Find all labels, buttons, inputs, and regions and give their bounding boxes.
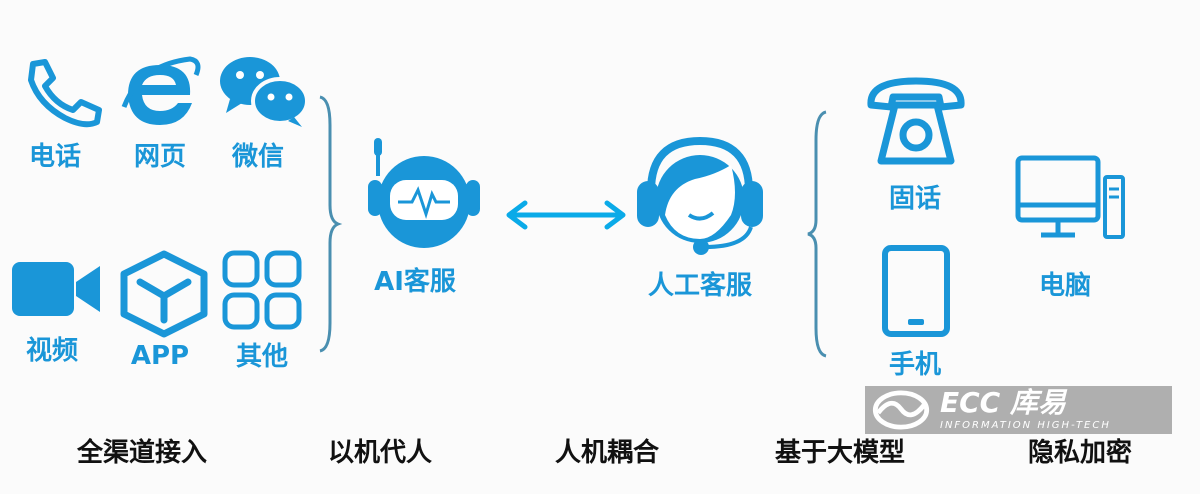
wechat-icon xyxy=(220,57,309,127)
robot-icon xyxy=(368,138,480,248)
channel-app-label: APP xyxy=(130,341,190,371)
feature-human-machine-coupling: 人机耦合 xyxy=(554,438,660,468)
bidirectional-arrow-icon xyxy=(506,200,626,230)
left-brace xyxy=(319,95,343,353)
video-camera-icon xyxy=(12,262,100,316)
feature-omnichannel: 全渠道接入 xyxy=(76,438,208,468)
watermark-swirl-icon xyxy=(872,390,930,430)
channel-phone-label: 电话 xyxy=(28,142,82,172)
feature-large-model: 基于大模型 xyxy=(774,438,906,468)
channel-wechat-label: 微信 xyxy=(231,142,285,172)
channel-video-label: 视频 xyxy=(25,336,79,366)
endpoint-computer-label: 电脑 xyxy=(1038,271,1092,301)
phone-icon xyxy=(28,59,102,128)
feature-privacy-encryption: 隐私加密 xyxy=(1027,438,1133,468)
human-service-label: 人工客服 xyxy=(647,271,753,301)
other-grid-icon xyxy=(222,250,302,330)
endpoint-mobile-label: 手机 xyxy=(888,350,942,380)
watermark-tagline: INFORMATION HIGH-TECH xyxy=(940,420,1111,431)
endpoint-landline-label: 固话 xyxy=(888,184,942,214)
watermark-logo: ECC 库易 INFORMATION HIGH-TECH xyxy=(865,386,1172,434)
browser-e-icon xyxy=(121,56,201,125)
channel-other-label: 其他 xyxy=(235,342,289,372)
customer-agent-icon xyxy=(637,136,763,255)
desktop-computer-icon xyxy=(1015,155,1125,239)
ai-service-label: AI客服 xyxy=(374,267,456,297)
app-cube-icon xyxy=(120,250,208,338)
channel-web-label: 网页 xyxy=(133,142,187,172)
tablet-mobile-icon xyxy=(882,245,950,337)
landline-telephone-icon xyxy=(867,77,965,165)
right-brace xyxy=(807,110,827,358)
watermark-brand: ECC 库易 xyxy=(940,386,1066,419)
feature-machine-replaces-human: 以机代人 xyxy=(327,438,433,468)
